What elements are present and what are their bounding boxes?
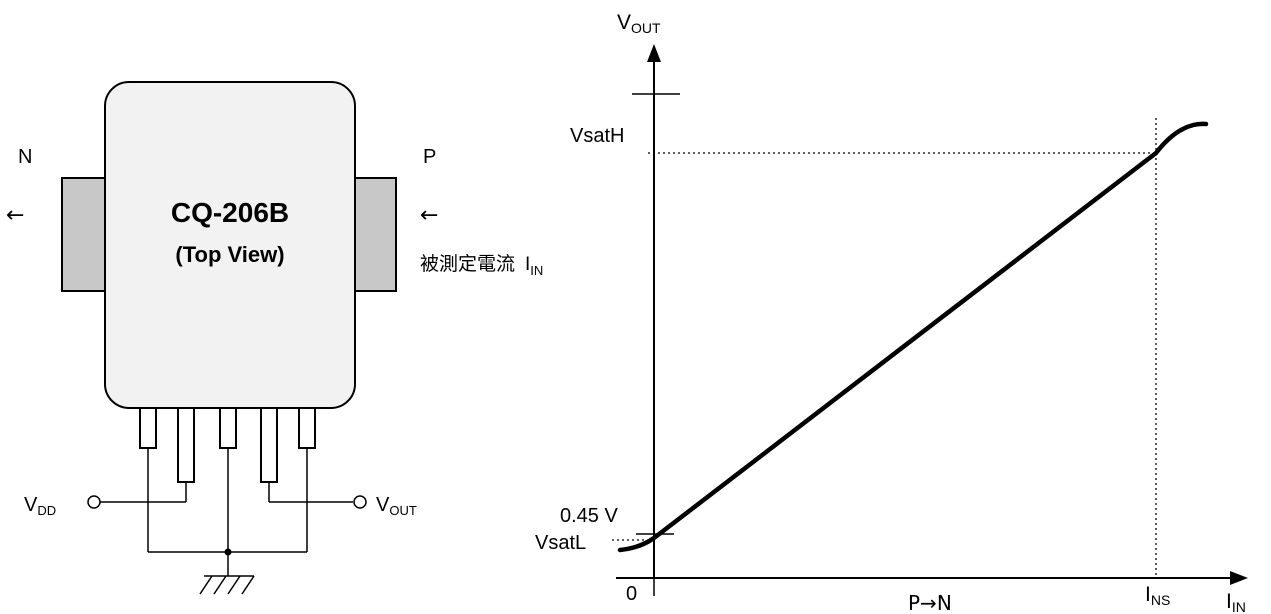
pin-1 [139,407,157,449]
vout-label: VOUT [376,494,417,518]
arrow-left-icon: ← [6,203,24,228]
conductor-tab-p [351,177,397,292]
y-axis-arrow-icon [647,44,661,62]
offset-label: 0.45 V [560,505,618,527]
x-axis-label: IIN [1226,590,1246,614]
ground-icon [199,575,255,595]
chip-model: CQ-206B [171,197,289,228]
vout-terminal-icon [353,495,367,509]
x-axis-arrow-icon [1230,571,1248,585]
wiring [100,448,353,576]
vdd-label: VDD [24,494,56,518]
ground-junction-dot [224,548,232,556]
vsath-label: VsatH [570,125,624,147]
transfer-curve [617,121,1209,553]
origin-label: 0 [626,583,637,605]
transfer-graph: VOUT IIN VsatH 0.45 V VsatL 0 INS P→N [535,11,1248,614]
pin-5 [298,407,316,449]
direction-label: P→N [908,591,952,614]
pin-2 [177,407,195,483]
vdd-terminal-icon [87,495,101,509]
vsatl-label: VsatL [535,532,586,554]
terminal-n-label: N [18,146,32,168]
chip-view: (Top View) [175,242,284,267]
terminal-p-label: P [423,146,436,168]
arrow-right-icon: ← [420,203,438,228]
pin-4 [260,407,278,483]
ins-label: INS [1145,583,1170,608]
device-schematic: CQ-206B (Top View) [6,81,543,595]
conductor-tab-n [61,177,109,292]
pin-3 [219,407,237,449]
y-axis-label: VOUT [617,11,661,36]
